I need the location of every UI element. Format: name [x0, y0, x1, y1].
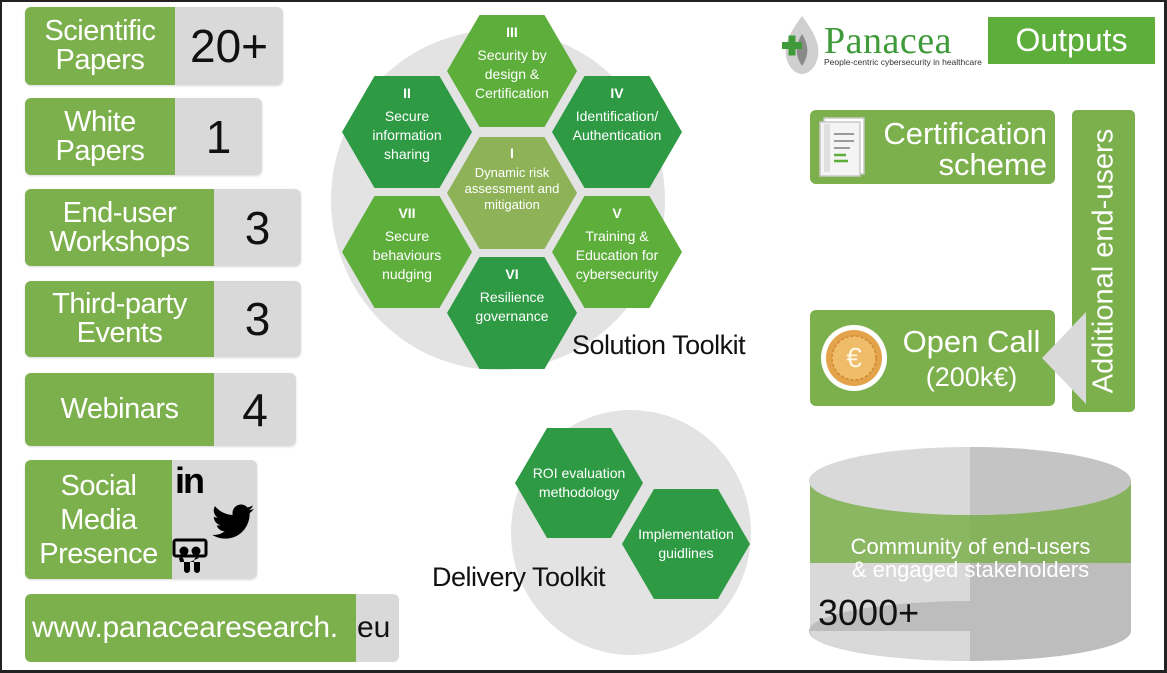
hex-identification: IV Identification/ Authentication [552, 76, 682, 188]
hex-numeral: II [403, 85, 411, 101]
hex-text: Security by design & Certification [475, 47, 549, 101]
stat-value: 3 [214, 189, 301, 266]
hex-text: Dynamic risk assessment and mitigation [464, 165, 560, 212]
stat-label-line1: White [64, 105, 136, 138]
linkedin-icon[interactable]: in [175, 460, 205, 501]
hex-text: Training & Education for cybersecurity [575, 228, 659, 282]
hex-text: Implementation guidlines [638, 526, 734, 561]
hex-numeral: I [510, 145, 514, 161]
left-arrow-icon [1042, 312, 1086, 404]
hex-text: Secure information sharing [372, 108, 442, 162]
hex-training: V Training & Education for cybersecurity [552, 196, 682, 308]
community-line1: Community of end-users [850, 534, 1091, 559]
hex-text: ROI evaluation methodology [532, 465, 626, 500]
delivery-toolkit-label: Delivery Toolkit [432, 562, 606, 592]
social-icons-panel: in [172, 460, 257, 579]
stat-label-line1: End-user [62, 196, 177, 229]
community-cylinder [809, 447, 1131, 661]
solution-toolkit-label: Solution Toolkit [572, 330, 746, 360]
stat-label-line1: Scientific [44, 15, 156, 47]
open-call-card: € Open Call (200k€) [810, 310, 1055, 406]
community-line2: & engaged stakeholders [851, 557, 1090, 582]
stat-webinars: Webinars 4 [25, 373, 296, 446]
additional-end-users-label: Additional end-users [1087, 128, 1119, 394]
stat-label-line2: Events [76, 317, 163, 349]
stat-third-party-events: Third-party Events 3 [25, 281, 301, 357]
hex-numeral: VI [505, 266, 519, 282]
stat-value: 20+ [175, 7, 283, 85]
logo-name: Panacea [824, 20, 952, 62]
stat-white-papers: White Papers 1 [25, 98, 262, 175]
stat-label-line1: Webinars [60, 393, 179, 425]
coin-euro-symbol: € [846, 342, 862, 373]
certification-line1: Certification [883, 116, 1047, 151]
stat-social-media: Social Media Presence in [25, 460, 257, 579]
hex-numeral: III [506, 24, 518, 40]
website-main[interactable]: www.panacearesearch. [25, 594, 356, 662]
stat-end-user-workshops: End-user Workshops 3 [25, 189, 301, 266]
social-label-line1: Social [60, 469, 138, 502]
open-call-line1: Open Call [902, 324, 1041, 359]
stat-label-line2: Papers [55, 44, 145, 76]
panacea-logo-icon [782, 16, 819, 74]
community-value: 3000+ [818, 592, 920, 633]
website-tld[interactable]: eu [356, 594, 399, 662]
website-link[interactable]: www.panacearesearch. eu [25, 594, 399, 662]
outputs-title: Outputs [988, 17, 1155, 64]
stat-value: 1 [175, 98, 262, 175]
stat-scientific-papers: Scientific Papers 20+ [25, 7, 283, 85]
hex-numeral: V [612, 205, 622, 221]
social-label-line2: Media [60, 503, 137, 536]
stat-value: 4 [214, 373, 296, 446]
hex-numeral: IV [610, 85, 624, 101]
document-icon [819, 117, 865, 177]
social-label-line3: Presence [39, 537, 158, 570]
logo-tagline: People-centric cybersecurity in healthca… [824, 57, 982, 67]
stat-value: 3 [214, 281, 301, 357]
stat-label-line1: Third-party [52, 288, 187, 320]
hex-text: Secure behaviours nudging [372, 228, 442, 282]
certification-card: Certification scheme [810, 110, 1055, 184]
stat-label-line2: Papers [55, 134, 145, 167]
certification-line2: scheme [938, 147, 1047, 182]
hex-text: Resilience governance [475, 289, 549, 324]
slideshare-icon[interactable] [172, 538, 208, 576]
hex-text: Identification/ Authentication [572, 108, 662, 143]
coin-icon [821, 325, 887, 391]
open-call-line2: (200k€) [925, 362, 1018, 392]
twitter-icon[interactable] [212, 504, 254, 540]
stat-label-line2: Workshops [49, 225, 190, 258]
hex-numeral: VII [398, 205, 416, 221]
